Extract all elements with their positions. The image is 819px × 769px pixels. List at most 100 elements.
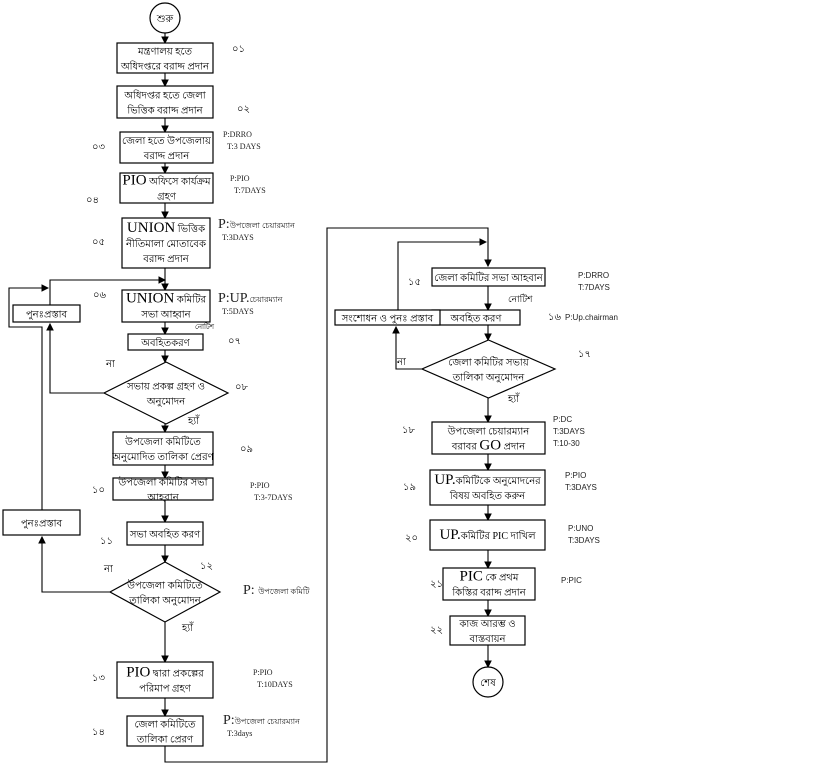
person-note: P:PIO xyxy=(250,481,270,490)
time-note: T:3DAYS xyxy=(565,483,597,492)
decision-diamond xyxy=(420,339,557,399)
step-number: ২০ xyxy=(405,533,418,544)
text-rest: কমিটির PIC দাখিল xyxy=(460,529,536,542)
side-box-reproposal-1: পুনঃপ্রস্তাব xyxy=(12,304,81,323)
step-text-line: PIO অফিসে কার্যক্রম xyxy=(122,173,211,189)
step-text-line: অধিদপ্তরে বরাদ্দ প্রদান xyxy=(120,61,210,73)
process-box xyxy=(431,421,546,455)
step-text-line: আহবান xyxy=(146,493,179,504)
side-box-label: সংশোধন ও পুনঃ প্রস্তাব xyxy=(341,314,434,325)
process-box xyxy=(442,567,536,601)
person-note: P:উপজেলা চেয়ারম্যান xyxy=(223,713,300,728)
time-note: T:3DAYS xyxy=(553,427,585,436)
step-number: ০৯ xyxy=(240,444,253,455)
decision-diamond xyxy=(108,561,222,623)
time-note: T:3DAYS xyxy=(222,233,254,242)
step-text-line: বিষয় অবহিত করুন xyxy=(449,490,526,502)
time-note: T:5DAYS xyxy=(222,307,254,316)
edge-label-yes-12: হ্যাঁ xyxy=(181,621,194,634)
step-8-decision: সভায় প্রকল্প গ্রহণ ওঅনুমোদন xyxy=(102,361,230,425)
step-number: ০৬ xyxy=(93,290,107,301)
step-text-line: মন্ত্রণালয় হতে xyxy=(137,47,193,58)
process-box xyxy=(119,172,214,204)
end-circle xyxy=(472,666,504,698)
person-note: P:Up.chairman xyxy=(565,313,618,322)
latin-prefix: UP. xyxy=(439,527,460,543)
loop-arrow xyxy=(397,238,488,310)
step-text-line: উপজেলা কমিটিতে xyxy=(126,579,203,592)
step-19-process: UP.কমিটিকে অনুমোদনের বিষয় অবহিত করুন xyxy=(429,469,546,506)
step-text-line: উপজেলা কমিটির সভা xyxy=(117,476,208,489)
text-rest: কে প্রথম xyxy=(483,573,519,584)
step-text-line: UNION ভিত্তিক xyxy=(127,220,206,236)
person-note: P:PIC xyxy=(561,576,582,585)
edge-label-no-08: না xyxy=(105,359,116,370)
process-box xyxy=(126,715,204,747)
process-box xyxy=(127,333,204,351)
step-number: ১৫ xyxy=(408,277,421,288)
step-number: ১০ xyxy=(92,485,105,496)
step-text-line: বরাদ্দ প্রদান xyxy=(142,254,189,265)
note-rest: উপজেলা চেয়ারম্যান xyxy=(229,220,295,230)
process-box xyxy=(121,289,211,323)
person-note: P:UNO xyxy=(568,524,593,533)
step-text-line: অবহিত করণ xyxy=(450,313,503,325)
step-number: ১৪ xyxy=(92,727,105,738)
step-text-line: UP.কমিটিকে অনুমোদনের xyxy=(434,472,541,488)
person-note: P:DRRO xyxy=(223,130,252,139)
step-number: ১৭ xyxy=(578,349,591,360)
step-text-line: বরাবর GO প্রদান xyxy=(451,438,526,454)
bridge-arrow xyxy=(164,227,492,763)
step-text-line: তালিকা প্রেরণ xyxy=(136,734,194,746)
start-label: শুরু xyxy=(156,14,174,25)
edge-label-notice-1: নোটিশ xyxy=(195,322,215,331)
text-part: বরাবর xyxy=(451,442,480,453)
step-number: ১৮ xyxy=(402,425,415,436)
step-number: ১৩ xyxy=(92,673,105,684)
step-4-process: PIO অফিসে কার্যক্রমগ্রহণ xyxy=(119,172,214,204)
step-text-line: অনুমোদিত তালিকা প্রেরণ xyxy=(111,451,214,463)
note-rest: উপজেলা কমিটি xyxy=(257,586,310,596)
note-rest: চেয়ারম্যান xyxy=(250,295,283,304)
loop-arrow xyxy=(8,284,50,510)
step-text-line: সভায় প্রকল্প গ্রহণ ও xyxy=(126,382,205,393)
text-rest: অফিসে কার্যক্রম xyxy=(147,176,211,188)
step-text-line: নীতিমালা মোতাবেক xyxy=(125,237,207,250)
step-text-line: UNION কমিটির xyxy=(126,291,207,307)
step-17-decision: জেলা কমিটির সভায়তালিকা অনুমোদন xyxy=(420,339,557,399)
process-box xyxy=(116,85,214,119)
step-10-process: উপজেলা কমিটির সভা আহবান xyxy=(112,476,214,504)
step-9-process: উপজেলা কমিটিতেঅনুমোদিত তালিকা প্রেরণ xyxy=(111,431,215,466)
start-circle xyxy=(149,2,181,34)
latin-prefix: UNION xyxy=(126,291,174,307)
step-number: ০৫ xyxy=(92,237,105,248)
step-number: ১৯ xyxy=(403,482,416,493)
step-number: ১২ xyxy=(200,561,213,572)
step-number: ০২ xyxy=(237,104,250,115)
step-13-process: PIO দ্বারা প্রকল্পেরপরিমাপ গ্রহণ xyxy=(116,661,214,699)
edge-label-no-17: না xyxy=(396,357,407,368)
latin-prefix: UNION xyxy=(127,220,175,236)
step-number: ১১ xyxy=(100,536,113,547)
step-text-line: PIC কে প্রথম xyxy=(460,569,519,585)
latin-prefix: PIO xyxy=(126,665,150,681)
time-note: T:7DAYS xyxy=(234,186,266,195)
time-note: T:3days xyxy=(227,729,252,738)
step-text-line: PIO দ্বারা প্রকল্পের xyxy=(126,665,204,681)
step-text-line: তালিকা অনুমোদন xyxy=(128,595,201,607)
side-box-label: পুনঃপ্রস্তাব xyxy=(21,519,63,530)
step-text-line: সভা আহ্বান xyxy=(140,310,191,321)
no-branch-arrow xyxy=(392,325,422,370)
process-box xyxy=(119,131,214,164)
person-note: P:DC xyxy=(553,415,572,424)
step-text-line: জেলা হতে উপজেলায় xyxy=(122,134,212,147)
end-label: শেষ xyxy=(480,678,496,689)
time-note: T:3-7DAYS xyxy=(254,493,292,502)
step-text-line: ভিত্তিক বরাদ্দ প্রদান xyxy=(126,105,203,117)
time-note: T:10-30 xyxy=(553,439,580,448)
step-number: ০১ xyxy=(232,44,245,55)
side-box xyxy=(12,304,81,323)
text-rest: দ্বারা প্রকল্পের xyxy=(150,669,204,680)
step-number: ০৪ xyxy=(86,195,99,206)
